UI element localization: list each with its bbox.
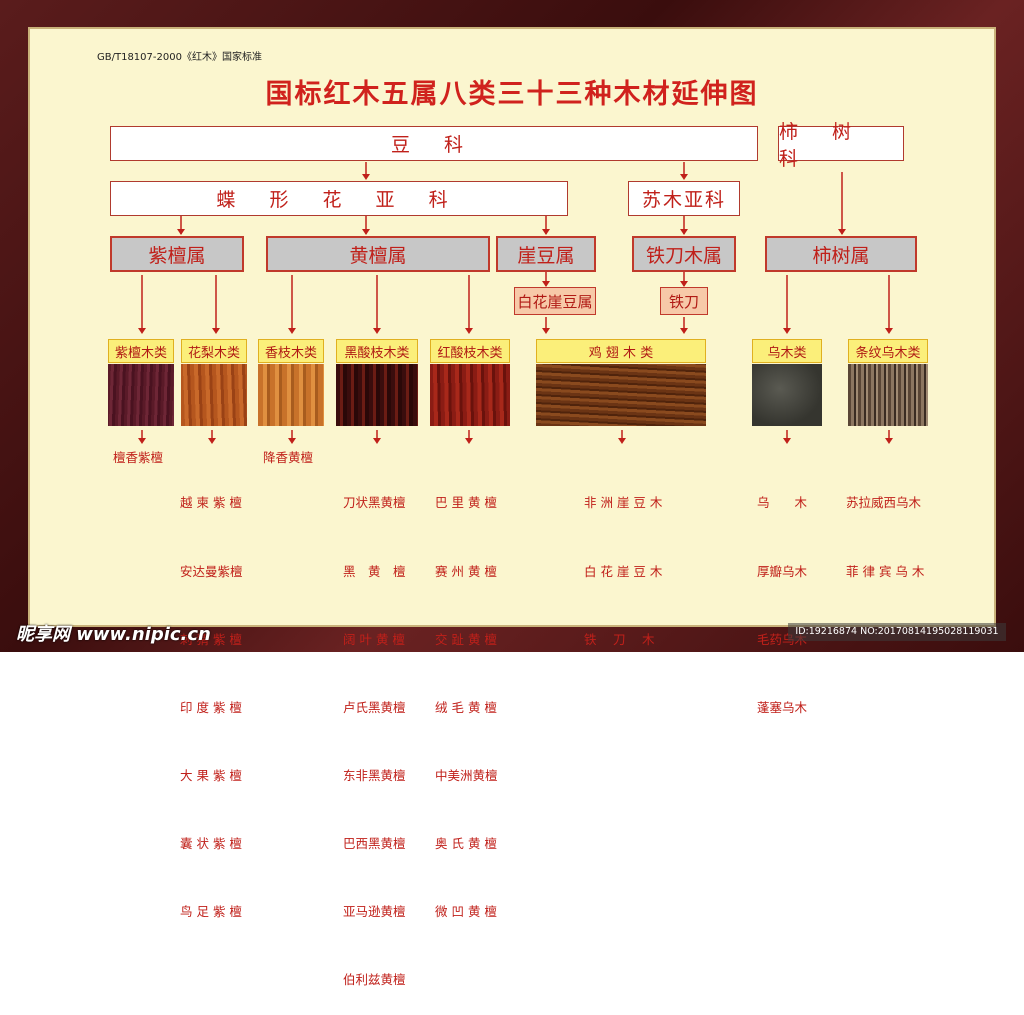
wood-swatch-tiaowen: [848, 364, 928, 426]
wood-swatch-hongsuanzhi: [430, 364, 510, 426]
species-list-heisuanzhi: 刀状黑黄檀 黑 黄 檀 阔 叶 黄 檀 卢氏黑黄檀 东非黑黄檀 巴西黑黄檀 亚马…: [343, 447, 406, 1015]
species-item: 厚瓣乌木: [757, 563, 808, 579]
category-zitanmu: 紫檀木类: [108, 339, 174, 363]
species-item: 伯利兹黄檀: [343, 972, 406, 988]
species-item: 菲 律 宾 乌 木: [846, 563, 925, 579]
species-item: 铁 刀 木: [584, 631, 655, 647]
genus-zitan: 紫檀属: [110, 236, 244, 272]
species-item: 白 花 崖 豆 木: [584, 563, 663, 579]
category-hongsuanzhi: 红酸枝木类: [430, 339, 510, 363]
watermark-left: 昵享网 www.nipic.cn: [16, 624, 211, 645]
species-item: 刀状黑黄檀: [343, 495, 406, 511]
family-persimmon: 柿 树 科: [778, 121, 904, 170]
species-item: 微 凹 黄 檀: [435, 904, 497, 920]
species-list-tiaowen: 苏拉威西乌木 菲 律 宾 乌 木: [846, 447, 924, 606]
species-list-jichimu: 非 洲 崖 豆 木 白 花 崖 豆 木 铁 刀 木: [584, 447, 662, 674]
family-legume: 豆 科: [110, 126, 758, 161]
species-item: 苏拉威西乌木: [846, 495, 922, 511]
species-list-hualimu: 越 柬 紫 檀 安达曼紫檀 刺 猬 紫 檀 印 度 紫 檀 大 果 紫 檀 囊 …: [180, 447, 243, 946]
category-hualimu: 花梨木类: [181, 339, 247, 363]
species-item: 卢氏黑黄檀: [343, 699, 406, 715]
standard-reference: GB/T18107-2000《红木》国家标准: [97, 52, 262, 63]
species-item: 巴西黑黄檀: [343, 835, 406, 851]
species-item: 安达曼紫檀: [180, 563, 243, 579]
species-item: 中美洲黄檀: [435, 767, 498, 783]
wood-swatch-wumu: [752, 364, 822, 426]
genus-shishu: 柿树属: [765, 236, 917, 272]
species-item: 囊 状 紫 檀: [180, 835, 242, 851]
species-item: 鸟 足 紫 檀: [180, 904, 242, 920]
species-list-zitanmu: 檀香紫檀: [113, 447, 163, 470]
species-item: 巴 里 黄 檀: [435, 495, 497, 511]
wood-swatch-heisuanzhi: [336, 364, 418, 426]
species-item: 黑 黄 檀: [343, 563, 406, 579]
species-item: 交 趾 黄 檀: [435, 631, 497, 647]
species-item: 印 度 紫 檀: [180, 699, 242, 715]
category-xiangzhimu: 香枝木类: [258, 339, 324, 363]
genus-yadou: 崖豆属: [496, 236, 596, 272]
species-item: 蓬塞乌木: [757, 699, 808, 715]
genus-huangtan: 黄檀属: [266, 236, 490, 272]
subgroup-baihua: 白花崖豆属: [514, 287, 596, 315]
species-item: 降香黄檀: [263, 450, 314, 465]
genus-tiedaomu: 铁刀木属: [632, 236, 736, 272]
subgroup-tiedao: 铁刀: [660, 287, 708, 315]
species-item: 奥 氏 黄 檀: [435, 835, 497, 851]
species-item: 越 柬 紫 檀: [180, 495, 242, 511]
category-heisuanzhi: 黑酸枝木类: [336, 339, 418, 363]
species-item: 绒 毛 黄 檀: [435, 699, 497, 715]
connector-lines: [138, 162, 893, 444]
watermark-right: ID:19216874 NO:20170814195028119031: [788, 623, 1006, 641]
species-list-wumu: 乌 木 厚瓣乌木 毛药乌木 蓬塞乌木: [757, 447, 807, 742]
species-item: 东非黑黄檀: [343, 767, 406, 783]
wood-swatch-xiangzhimu: [258, 364, 324, 426]
species-item: 刺 猬 紫 檀: [180, 631, 242, 647]
wood-swatch-jichimu: [536, 364, 706, 426]
category-wumu: 乌木类: [752, 339, 822, 363]
species-item: 阔 叶 黄 檀: [343, 631, 405, 647]
species-item: 赛 州 黄 檀: [435, 563, 497, 579]
species-item: 乌 木: [757, 495, 808, 511]
diagram-title: 国标红木五属八类三十三种木材延伸图: [265, 79, 759, 110]
species-item: 大 果 紫 檀: [180, 767, 242, 783]
species-item: 檀香紫檀: [113, 450, 164, 465]
category-tiaowen: 条纹乌木类: [848, 339, 928, 363]
category-jichimu: 鸡 翅 木 类: [536, 339, 706, 363]
subfamily-caesalpinioideae: 苏木亚科: [628, 181, 740, 216]
subfamily-papilionoideae: 蝶 形 花 亚 科: [110, 181, 568, 216]
species-list-hongsuanzhi: 巴 里 黄 檀 赛 州 黄 檀 交 趾 黄 檀 绒 毛 黄 檀 中美洲黄檀 奥 …: [435, 447, 498, 946]
wood-swatch-hualimu: [181, 364, 247, 426]
species-list-xiangzhimu: 降香黄檀: [263, 447, 313, 470]
species-item: 亚马逊黄檀: [343, 904, 406, 920]
wood-swatch-zitanmu: [108, 364, 174, 426]
species-item: 非 洲 崖 豆 木: [584, 495, 663, 511]
